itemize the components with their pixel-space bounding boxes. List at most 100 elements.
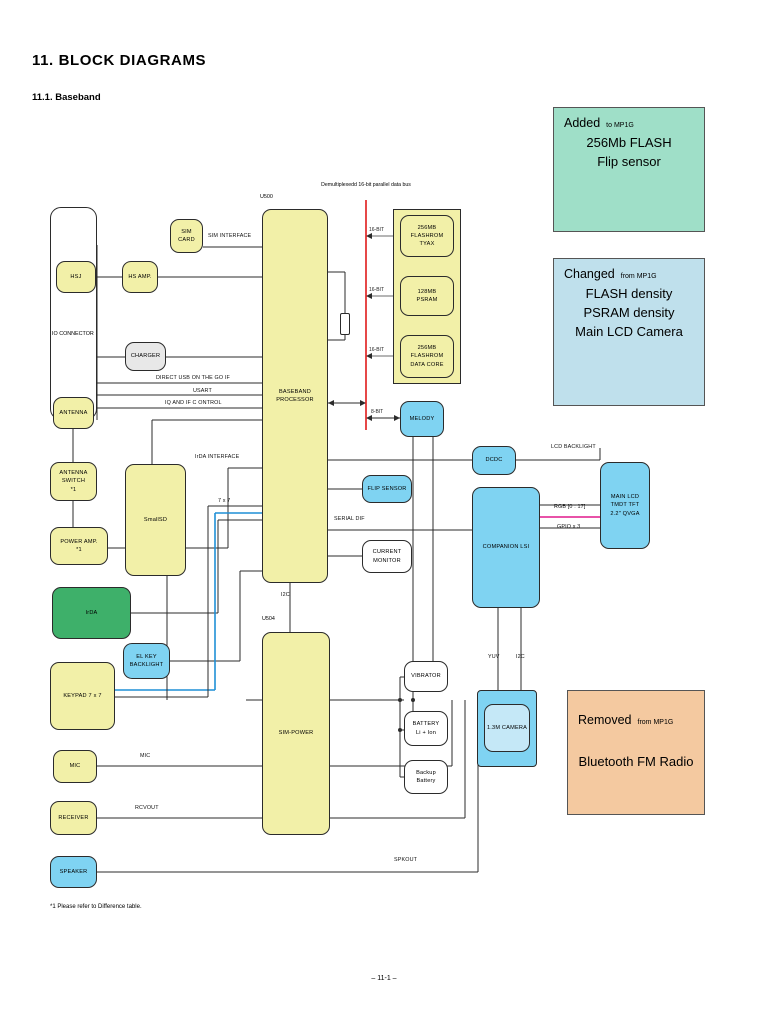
block-sim-power[interactable]: SIM-POWER — [262, 632, 330, 835]
label-rcvout: RCVOUT — [135, 805, 159, 811]
block-flash-data-core[interactable]: 256MB FLASHROM DATA CORE — [400, 335, 454, 378]
block-hs-amp-label: HS AMP. — [128, 273, 152, 280]
block-sim-card-line1: SIM — [181, 228, 192, 235]
block-irda-label: IrDA — [85, 609, 98, 616]
block-battery-line2: Li + Ion — [415, 729, 437, 736]
block-main-lcd-line3: 2.2" QVGA — [610, 510, 640, 517]
page-title: 11. BLOCK DIAGRAMS — [32, 52, 207, 69]
bus-caption-line2: parallel data bus — [372, 182, 411, 188]
label-iq-ifc-control: IQ AND IF C ONTROL — [165, 400, 222, 406]
legend-changed-line2: PSRAM density — [583, 304, 675, 320]
block-battery[interactable]: BATTERY Li + Ion — [404, 711, 448, 746]
block-antenna-switch[interactable]: ANTENNA SWITCH *1 — [50, 462, 97, 501]
label-sim-interface: SIM INTERFACE — [208, 233, 252, 239]
legend-removed-body: Bluetooth FM Radio — [578, 753, 694, 772]
block-vibrator[interactable]: VIBRATOR — [404, 661, 448, 692]
legend-added-subtitle: to MP1G — [606, 122, 634, 129]
label-7x7: 7 x 7 — [218, 498, 231, 504]
block-melody[interactable]: MELODY — [400, 401, 444, 437]
label-spkout: SPKOUT — [394, 857, 418, 863]
label-rgb: RGB [0 : 17] — [554, 504, 586, 510]
block-baseband-processor[interactable]: BASEBAND PROCESSOR — [262, 209, 328, 583]
legend-removed-title: Removed — [578, 713, 632, 727]
block-backup-battery[interactable]: Backup Battery — [404, 760, 448, 794]
block-flash-tyax-line2: FLASHROM — [410, 232, 444, 239]
block-sim-power-label: SIM-POWER — [278, 730, 314, 737]
block-main-lcd-line1: MAIN LCD — [610, 494, 640, 501]
block-receiver[interactable]: RECEIVER — [50, 801, 97, 835]
block-backup-battery-line2: Battery — [416, 778, 436, 784]
block-keypad[interactable]: KEYPAD 7 x 7 — [50, 662, 115, 730]
block-power-amp-line2: *1 — [76, 547, 82, 553]
block-camera[interactable]: 1.3M CAMERA — [484, 704, 530, 752]
block-sim-card-line2: CARD — [178, 237, 195, 243]
block-charger-label: CHARGER — [130, 353, 161, 360]
label-irda-interface: IrDA INTERFACE — [195, 454, 240, 460]
block-receiver-label: RECEIVER — [58, 814, 89, 821]
legend-changed-title: Changed — [564, 267, 615, 281]
label-direct-usb: DIRECT USB ON THE GO IF — [156, 375, 230, 381]
legend-added-line1: 256Mb FLASH — [586, 135, 672, 150]
block-el-key-backlight-line2: BACKLIGHT — [129, 662, 164, 668]
block-hs-amp[interactable]: HS AMP. — [122, 261, 158, 293]
block-mic[interactable]: MIC — [53, 750, 97, 783]
label-i2c-baseband: I2C — [281, 592, 290, 598]
legend-added-body: 256Mb FLASH Flip sensor — [564, 134, 694, 172]
block-hsj[interactable]: HSJ — [56, 261, 96, 293]
label-gpio: GPIO x 3 — [557, 524, 581, 530]
block-flash-tyax-line1: 256MB — [417, 224, 437, 231]
bus-width-label-1: 16-BIT — [369, 227, 385, 233]
block-antenna-switch-line1: ANTENNA — [59, 470, 88, 477]
block-power-amp-line1: POWER AMP. — [60, 538, 98, 545]
legend-added-title: Added — [564, 116, 601, 130]
block-antenna[interactable]: ANTENNA — [53, 397, 94, 429]
block-battery-line1: BATTERY — [412, 721, 440, 728]
block-sim-card[interactable]: SIM CARD — [170, 219, 203, 253]
block-smallsd[interactable]: SmallSD — [125, 464, 186, 576]
block-flash-tyax-line3: TYAX — [419, 241, 435, 248]
block-hsj-label: HSJ — [70, 273, 82, 280]
block-backup-battery-line1: Backup — [416, 769, 436, 776]
block-psram-line1: 128MB — [417, 288, 437, 295]
block-keypad-label: KEYPAD 7 x 7 — [63, 692, 102, 699]
block-power-amp[interactable]: POWER AMP. *1 — [50, 527, 108, 565]
block-el-key-backlight-line1: EL KEY — [136, 653, 157, 660]
block-camera-label: 1.3M CAMERA — [486, 724, 528, 731]
block-antenna-label: ANTENNA — [59, 409, 88, 416]
legend-added-line2: Flip sensor — [597, 153, 661, 169]
block-antenna-switch-line3: *1 — [70, 486, 77, 493]
block-main-lcd[interactable]: MAIN LCD TMDT TFT 2.2" QVGA — [600, 462, 650, 549]
sim-power-id-tag: U504 — [262, 616, 275, 622]
connector-stub — [340, 313, 350, 335]
block-speaker[interactable]: SPEAKER — [50, 856, 97, 888]
legend-removed-subtitle: from MP1G — [637, 719, 674, 726]
block-companion-lsi[interactable]: COMPANION LSI — [472, 487, 540, 608]
bus-width-label-8bit: 8-BIT — [371, 409, 384, 415]
block-flash-data-core-line3: DATA CORE — [410, 361, 444, 368]
block-flash-data-core-line1: 256MB — [417, 345, 437, 352]
legend-added: Added to MP1G 256Mb FLASH Flip sensor — [553, 107, 705, 232]
block-dcdc[interactable]: DCDC — [472, 446, 516, 475]
block-mic-label: MIC — [69, 763, 81, 770]
legend-added-head: Added to MP1G — [564, 116, 694, 130]
label-usart: USART — [193, 388, 212, 394]
bus-width-label-3: 16-BIT — [369, 347, 385, 353]
block-flip-sensor-label: FLIP SENSOR — [367, 485, 407, 492]
block-psram[interactable]: 128MB PSRAM — [400, 276, 454, 316]
block-current-monitor-line2: MONITOR — [373, 557, 401, 564]
legend-removed-line1: Bluetooth FM Radio — [578, 754, 694, 769]
block-flash-data-core-line2: FLASHROM — [410, 353, 444, 360]
block-current-monitor[interactable]: CURRENT MONITOR — [362, 540, 412, 573]
section-title: 11.1. Baseband — [32, 92, 101, 103]
block-el-key-backlight[interactable]: EL KEY BACKLIGHT — [123, 643, 170, 679]
block-irda[interactable]: IrDA — [52, 587, 131, 639]
block-charger[interactable]: CHARGER — [125, 342, 166, 371]
block-speaker-label: SPEAKER — [59, 868, 88, 875]
block-flip-sensor[interactable]: FLIP SENSOR — [362, 475, 412, 503]
bus-caption: Demultiplexedd 16-bit parallel data bus — [321, 182, 411, 189]
block-companion-lsi-label: COMPANION LSI — [482, 544, 530, 551]
block-flash-tyax[interactable]: 256MB FLASHROM TYAX — [400, 215, 454, 257]
